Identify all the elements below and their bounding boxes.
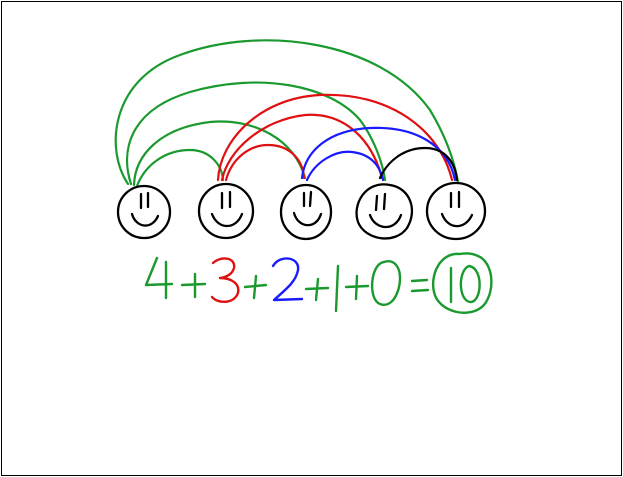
- equals-sign: [410, 278, 430, 293]
- arc-2-4: [220, 113, 384, 182]
- arc-4-5: [378, 146, 459, 182]
- person-5-smiley: [425, 181, 487, 241]
- arc-1-2: [135, 148, 225, 188]
- arc-1-4: [126, 81, 387, 186]
- digit-0: [371, 260, 402, 306]
- arc-2-5: [216, 93, 454, 182]
- arcs-person-1: [114, 39, 460, 188]
- plus-2: [243, 274, 268, 300]
- equation: [144, 252, 493, 314]
- digit-3: [210, 257, 240, 303]
- arcs-person-2: [216, 93, 454, 182]
- person-1-smiley: [116, 184, 172, 240]
- arc-1-5: [114, 39, 460, 186]
- arcs-person-4: [378, 146, 459, 182]
- plus-4: [344, 274, 370, 301]
- digit-2: [271, 257, 304, 302]
- person-4-smiley: [355, 183, 414, 240]
- digit-1: [334, 264, 340, 313]
- arc-2-3: [224, 143, 306, 182]
- result-10-circled: [431, 252, 493, 314]
- digit-4: [144, 256, 174, 300]
- plus-1: [180, 272, 207, 299]
- arc-3-4: [305, 150, 385, 182]
- person-3-smiley: [279, 183, 333, 241]
- person-2-smiley: [197, 182, 255, 240]
- people-row: [116, 181, 487, 241]
- arc-1-3: [132, 120, 307, 187]
- plus-3: [304, 277, 330, 302]
